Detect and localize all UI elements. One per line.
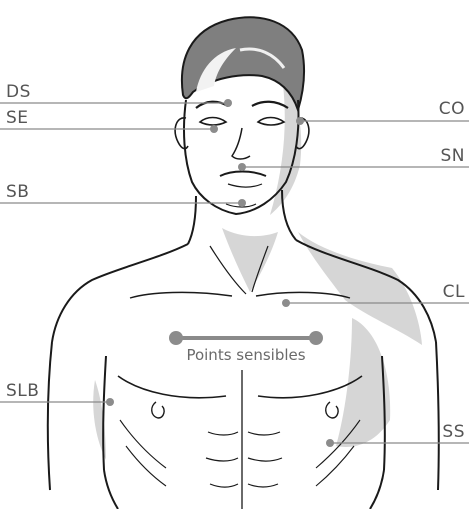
point-slb: [106, 398, 114, 406]
point-se: [210, 125, 218, 133]
label-sb: SB: [6, 184, 29, 201]
point-sn: [238, 163, 246, 171]
point-sb: [238, 199, 246, 207]
point-ds: [224, 99, 232, 107]
point-co: [296, 117, 304, 125]
legend-label: Points sensibles: [170, 346, 322, 364]
body-shading: [93, 85, 422, 460]
label-se: SE: [6, 110, 29, 127]
point-ss: [326, 439, 334, 447]
leader-lines: [0, 103, 469, 443]
label-co: CO: [439, 101, 465, 118]
label-ds: DS: [6, 84, 31, 101]
label-cl: CL: [443, 284, 465, 301]
legend-point-right: [309, 331, 323, 345]
label-slb: SLB: [6, 383, 39, 400]
label-ss: SS: [442, 424, 465, 441]
legend-point-left: [169, 331, 183, 345]
point-cl: [282, 299, 290, 307]
label-sn: SN: [440, 148, 465, 165]
